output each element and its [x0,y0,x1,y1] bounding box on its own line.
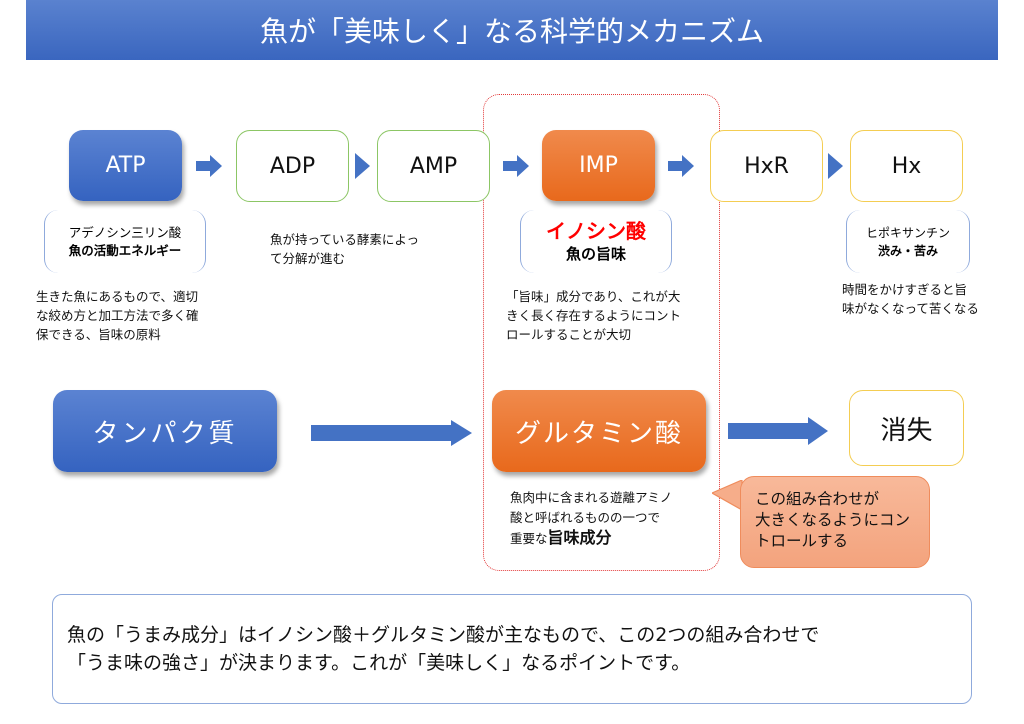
summary-box: 魚の「うまみ成分」はイノシン酸＋グルタミン酸が主なもので、この2つの組み合わせで… [52,594,972,704]
umami-highlight-frame [483,94,720,571]
control-callout: この組み合わせが 大きくなるようにコン トロールする [740,476,930,568]
atp-bracket: アデノシン三リン酸 魚の活動エネルギー [44,210,206,273]
imp-note: 「旨味」成分であり、これが大 きく長く存在するようにコント ロールすることが大切 [506,289,682,342]
imp-role: 魚の旨味 [565,244,626,263]
node-amp: AMP [377,130,490,202]
long-arrow-icon [311,420,472,446]
node-hx: Hx [850,130,963,202]
node-hxr: HxR [710,130,823,202]
umami-component-emphasis: 旨味成分 [547,528,612,547]
node-protein: タンパク質 [53,390,277,472]
atp-full-name: アデノシン三リン酸 [68,224,182,240]
arrow-right-icon [196,155,222,177]
hx-full-name: ヒポキサンチン [865,225,950,240]
inosinic-acid-label: イノシン酸 [546,218,646,243]
triangle-arrow-icon [828,153,843,179]
long-arrow-icon [728,417,828,445]
node-disappear: 消失 [849,390,964,466]
imp-bracket: イノシン酸 魚の旨味 [520,210,672,273]
glutamic-note: 魚肉中に含まれる遊離アミノ 酸と呼ばれるものの一つで 重要な旨味成分 [510,490,673,547]
atp-note: 生きた魚にあるもので、適切 な絞め方と加工方法で多く確 保できる、旨味の原料 [36,289,199,342]
page-title: 魚が「美味しく」なる科学的メカニズム [26,0,998,60]
node-adp: ADP [236,130,349,202]
node-imp: IMP [542,130,655,201]
hx-note: 時間をかけすぎると旨 味がなくなって苦くなる [842,282,979,316]
node-glutamic-acid: グルタミン酸 [492,390,706,472]
node-atp: ATP [69,130,182,201]
adp-note: 魚が持っている酵素によっ て分解が進む [270,232,420,266]
hx-role: 渋み・苦み [877,243,938,258]
arrow-right-icon [503,155,529,177]
atp-role: 魚の活動エネルギー [68,242,182,258]
triangle-arrow-icon [355,153,370,179]
hx-bracket: ヒポキサンチン 渋み・苦み [846,210,970,273]
arrow-right-icon [668,155,694,177]
